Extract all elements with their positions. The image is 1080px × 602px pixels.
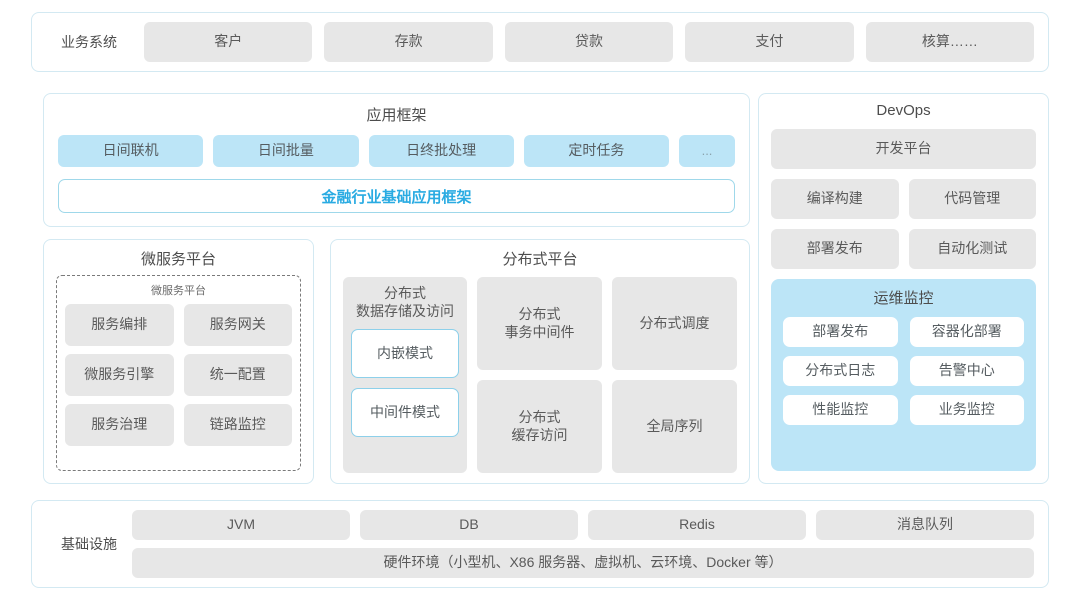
devops-item-compile-build[interactable]: 编译构建 [771,179,899,219]
distributed-platform-body: 分布式 数据存储及访问 内嵌模式 中间件模式 分布式 事务中间件 分布式调度 分… [343,277,737,473]
ops-monitoring-title: 运维监控 [873,290,934,307]
application-framework-title: 应用框架 [366,107,427,124]
dp-item-distributed-scheduling[interactable]: 分布式调度 [612,277,737,370]
ops-monitoring-grid: 部署发布 容器化部署 分布式日志 告警中心 性能监控 业务监控 [783,317,1024,425]
application-framework-panel: 应用框架 日间联机 日间批量 日终批处理 定时任务 ... 金融行业基础应用框架 [43,93,750,227]
infrastructure-content: JVM DB Redis 消息队列 硬件环境（小型机、X86 服务器、虚拟机、云… [132,510,1034,578]
devops-item-code-management[interactable]: 代码管理 [908,179,1036,219]
microservice-platform-panel: 微服务平台 微服务平台 服务编排 服务网关 微服务引擎 统一配置 服务治理 链路… [43,239,314,484]
microservice-platform-inner-box: 微服务平台 服务编排 服务网关 微服务引擎 统一配置 服务治理 链路监控 [56,275,301,471]
devops-panel: DevOps 开发平台 编译构建 代码管理 部署发布 自动化测试 运维监控 部署… [758,93,1049,484]
distributed-storage-title: 分布式 数据存储及访问 [356,285,454,319]
distributed-platform-title: 分布式平台 [502,251,578,268]
app-tag-daytime-online[interactable]: 日间联机 [58,135,204,167]
business-systems-label: 业务系统 [61,34,117,50]
devops-item-deploy-release[interactable]: 部署发布 [771,229,899,269]
app-tag-scheduled-task[interactable]: 定时任务 [523,135,669,167]
dp-item-global-sequence[interactable]: 全局序列 [612,380,737,473]
ms-item-link-monitoring[interactable]: 链路监控 [183,404,292,446]
ops-item-business-monitoring[interactable]: 业务监控 [909,395,1024,425]
app-tag-eod-batch[interactable]: 日终批处理 [368,135,514,167]
storage-mode-embedded[interactable]: 内嵌模式 [351,329,459,378]
microservice-platform-inner-title: 微服务平台 [151,285,206,297]
devops-item-dev-platform[interactable]: 开发平台 [771,129,1036,169]
business-system-customer[interactable]: 客户 [144,22,313,62]
infrastructure-label: 基础设施 [61,536,117,552]
ms-item-service-governance[interactable]: 服务治理 [65,404,174,446]
infra-item-redis[interactable]: Redis [588,510,806,540]
distributed-storage-column: 分布式 数据存储及访问 内嵌模式 中间件模式 [343,277,467,473]
app-tag-more[interactable]: ... [679,135,735,167]
app-tag-daytime-batch[interactable]: 日间批量 [213,135,359,167]
dp-item-cache-access[interactable]: 分布式 缓存访问 [477,380,602,473]
ops-item-deploy-release[interactable]: 部署发布 [783,317,898,347]
infrastructure-items: JVM DB Redis 消息队列 [132,510,1034,540]
infra-item-db[interactable]: DB [360,510,578,540]
ms-item-service-gateway[interactable]: 服务网关 [183,304,292,346]
infra-item-message-queue[interactable]: 消息队列 [816,510,1034,540]
infra-item-jvm[interactable]: JVM [132,510,350,540]
distributed-storage-card[interactable]: 分布式 数据存储及访问 内嵌模式 中间件模式 [343,277,467,473]
distributed-platform-grid: 分布式 事务中间件 分布式调度 分布式 缓存访问 全局序列 [477,277,737,473]
business-systems-row: 业务系统 客户 存款 贷款 支付 核算…… [31,12,1049,72]
ops-item-performance-monitoring[interactable]: 性能监控 [783,395,898,425]
business-system-payment[interactable]: 支付 [685,22,854,62]
application-framework-tags: 日间联机 日间批量 日终批处理 定时任务 ... [58,135,735,167]
business-system-accounting[interactable]: 核算…… [865,22,1035,62]
microservice-platform-grid: 服务编排 服务网关 微服务引擎 统一配置 服务治理 链路监控 [65,304,292,446]
ops-item-distributed-log[interactable]: 分布式日志 [783,356,898,386]
distributed-platform-panel: 分布式平台 分布式 数据存储及访问 内嵌模式 中间件模式 分布式 事务中间件 分… [330,239,750,484]
business-system-deposit[interactable]: 存款 [324,22,493,62]
business-system-loan[interactable]: 贷款 [504,22,674,62]
ops-item-alert-center[interactable]: 告警中心 [909,356,1024,386]
devops-grid: 编译构建 代码管理 部署发布 自动化测试 [771,179,1036,269]
dp-item-transaction-middleware[interactable]: 分布式 事务中间件 [477,277,602,370]
ms-item-microservice-engine[interactable]: 微服务引擎 [65,354,174,396]
microservice-platform-title: 微服务平台 [140,251,216,268]
ops-item-containerized-deploy[interactable]: 容器化部署 [909,317,1024,347]
ms-item-unified-config[interactable]: 统一配置 [183,354,292,396]
infra-item-hardware-environment[interactable]: 硬件环境（小型机、X86 服务器、虚拟机、云环境、Docker 等） [132,548,1034,578]
ops-monitoring-panel: 运维监控 部署发布 容器化部署 分布式日志 告警中心 性能监控 业务监控 [771,279,1036,471]
base-application-framework-bar[interactable]: 金融行业基础应用框架 [58,179,735,213]
ms-item-service-orchestration[interactable]: 服务编排 [65,304,174,346]
storage-mode-middleware[interactable]: 中间件模式 [351,388,459,437]
devops-title: DevOps [876,102,931,119]
devops-item-automated-test[interactable]: 自动化测试 [908,229,1036,269]
infrastructure-row: 基础设施 JVM DB Redis 消息队列 硬件环境（小型机、X86 服务器、… [31,500,1049,588]
